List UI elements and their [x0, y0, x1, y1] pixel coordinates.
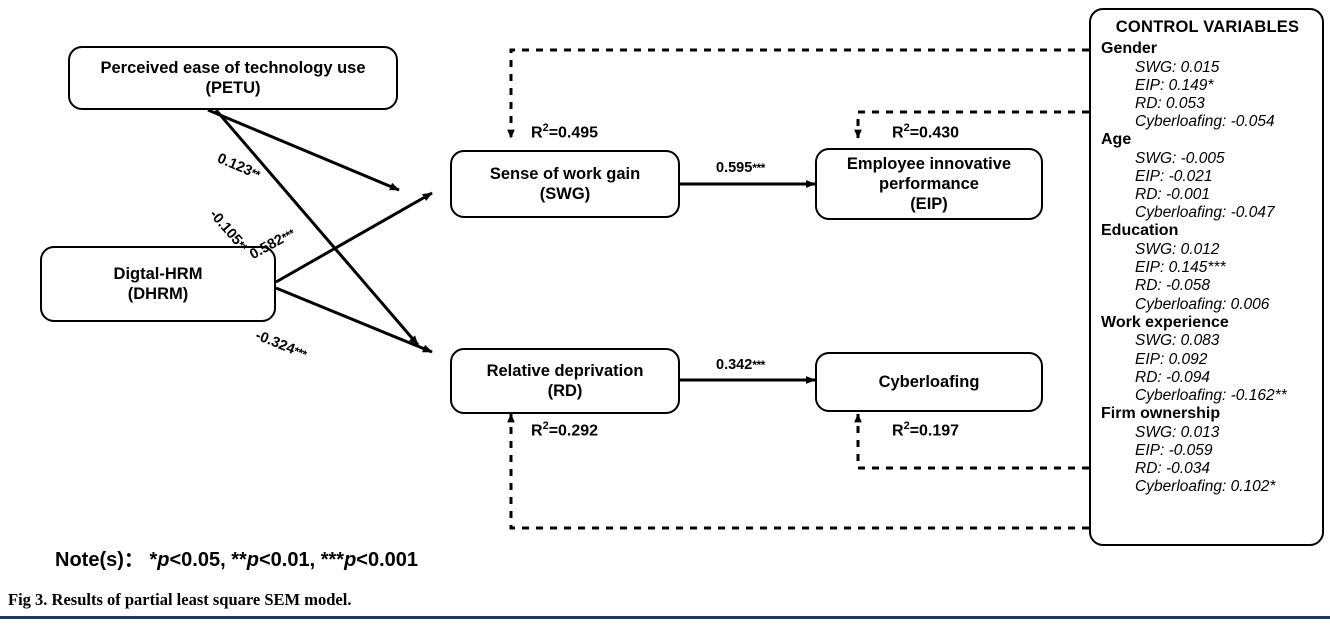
control-group-item: Cyberloafing: -0.054 [1135, 113, 1275, 131]
control-group-item: SWG: 0.083 [1135, 332, 1220, 350]
control-group-item: EIP: -0.021 [1135, 168, 1213, 186]
control-group-item: EIP: 0.145*** [1135, 259, 1226, 277]
control-group-item: Cyberloafing: -0.047 [1135, 204, 1275, 222]
node-swg-line2: (SWG) [539, 185, 591, 203]
control-group-item: Cyberloafing: 0.006 [1135, 295, 1270, 313]
node-petu-line2: (PETU) [205, 79, 261, 97]
r2-eip-sup: 2 [903, 122, 910, 134]
note-stars-1: * [149, 549, 158, 571]
dashed-controls-to-rd [507, 413, 1089, 530]
control-group-item: SWG: 0.012 [1135, 241, 1220, 259]
control-group-item: SWG: 0.015 [1135, 58, 1220, 76]
node-eip-line3: (EIP) [910, 195, 948, 214]
node-cyberloafing[interactable]: Cyberloafing [815, 352, 1043, 412]
path-label-rd-cyberloafing: 0.342*** [716, 357, 765, 373]
control-group-item: SWG: -0.005 [1135, 149, 1225, 167]
node-cyberloafing-line1: Cyberloafing [878, 372, 980, 391]
control-group-item: RD: 0.053 [1135, 94, 1205, 112]
path-label-swg-eip-value: 0.595 [716, 160, 753, 176]
r2-eip-letter: R [892, 124, 904, 142]
control-group-item: EIP: -0.059 [1135, 441, 1213, 459]
r2-swg-sup: 2 [542, 122, 549, 134]
r2-swg-letter: R [531, 124, 543, 142]
control-group-item: EIP: 0.092 [1135, 350, 1208, 368]
node-petu-line1: Perceived ease of technology use [100, 58, 366, 77]
note-rest-3: <0.001 [356, 549, 419, 571]
figure-caption: Fig 3. Results of partial least square S… [8, 590, 352, 609]
node-petu[interactable]: Perceived ease of technology use (PETU) [68, 46, 398, 110]
control-group-item: Cyberloafing: 0.102* [1135, 477, 1276, 495]
r2-cyb-letter: R [892, 422, 904, 440]
note-stars-2: ** [231, 549, 247, 571]
significance-note: Note(s)： *p<0.05, **p<0.01, ***p<0.001 [55, 543, 418, 572]
dashed-controls-to-swg [507, 48, 1089, 139]
path-label-rd-cyb-stars: *** [752, 358, 765, 372]
control-group-name: Education [1101, 222, 1179, 240]
r2-eip: R2=0.430 [892, 122, 959, 142]
note-rest-2: <0.01, [258, 549, 321, 571]
control-group-name: Work experience [1101, 313, 1229, 331]
dashed-controls-to-eip [854, 110, 1089, 139]
control-group-item: RD: -0.034 [1135, 459, 1210, 477]
control-group-item: EIP: 0.149* [1135, 76, 1214, 94]
node-swg[interactable]: Sense of work gain (SWG) [450, 150, 680, 218]
note-rest-1: <0.05, [169, 549, 232, 571]
note-p-1: p [157, 549, 170, 571]
control-group-item: RD: -0.094 [1135, 368, 1210, 386]
r2-swg-value: =0.495 [548, 124, 599, 142]
node-rd-line2: (RD) [547, 382, 583, 400]
r2-cyberloafing: R2=0.197 [892, 420, 959, 440]
path-label-swg-eip-stars: *** [752, 161, 765, 175]
node-eip-line1: Employee innovative [846, 154, 1012, 173]
node-dhrm[interactable]: Digtal-HRM (DHRM) [40, 246, 276, 322]
node-eip[interactable]: Employee innovative performance (EIP) [815, 148, 1043, 220]
control-group-name: Age [1101, 131, 1132, 149]
r2-swg: R2=0.495 [531, 122, 598, 142]
node-rd-line1: Relative deprivation [486, 361, 644, 380]
note-p-2: p [246, 549, 259, 571]
dashed-controls-to-cyberloafing [854, 413, 1089, 470]
control-variables-title: CONTROL VARIABLES [1115, 18, 1300, 36]
note-p-3: p [344, 549, 357, 571]
footer-rule [0, 616, 1330, 619]
path-dhrm-to-swg [275, 191, 433, 284]
note-stars-3: *** [320, 549, 345, 571]
r2-cyb-value: =0.197 [909, 422, 960, 440]
path-label-rd-cyb-value: 0.342 [716, 357, 753, 373]
path-petu-to-rd [214, 109, 420, 346]
r2-eip-value: =0.430 [909, 124, 960, 142]
control-group-item: RD: -0.001 [1135, 186, 1210, 204]
control-group-item: SWG: 0.013 [1135, 423, 1220, 441]
r2-rd: R2=0.292 [531, 420, 598, 440]
node-swg-line1: Sense of work gain [489, 164, 641, 183]
control-group-item: RD: -0.058 [1135, 277, 1210, 295]
r2-rd-value: =0.292 [548, 422, 599, 440]
control-group-name: Firm ownership [1101, 404, 1221, 422]
r2-cyb-sup: 2 [903, 420, 910, 432]
r2-rd-letter: R [531, 422, 543, 440]
node-eip-line2: performance [879, 174, 979, 193]
node-dhrm-line2: (DHRM) [127, 285, 189, 303]
path-dhrm-to-rd [275, 286, 433, 354]
path-petu-to-swg [207, 108, 400, 192]
path-label-swg-eip: 0.595*** [716, 160, 765, 176]
node-dhrm-line1: Digtal-HRM [113, 264, 203, 283]
control-group-item: Cyberloafing: -0.162** [1135, 386, 1287, 404]
control-group-name: Gender [1101, 40, 1158, 57]
node-rd[interactable]: Relative deprivation (RD) [450, 348, 680, 414]
note-label: Note(s)： [55, 549, 144, 571]
r2-rd-sup: 2 [542, 420, 549, 432]
